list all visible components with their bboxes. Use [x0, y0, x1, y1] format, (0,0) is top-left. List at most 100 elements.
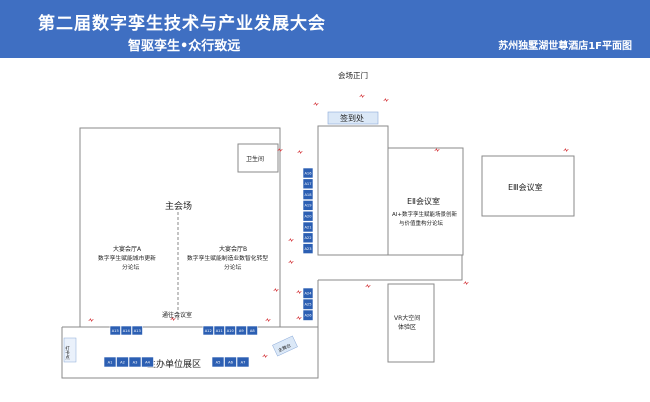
e2-forum: AI+数字孪生赋能场景创新 — [392, 210, 457, 218]
booth-a26: A26 — [302, 309, 314, 321]
svg-text:A13: A13 — [134, 329, 141, 333]
booth-a19: A19 — [302, 200, 314, 211]
svg-text:A8: A8 — [250, 329, 255, 333]
entry-arrow-icon — [383, 98, 389, 102]
svg-text:A6: A6 — [228, 360, 233, 364]
booth-a18: A18 — [302, 189, 314, 200]
svg-text:A24: A24 — [304, 292, 312, 296]
hall-b-forum: 数字孪生赋能制造业数智化转型 — [187, 254, 268, 262]
entry-arrow-icon — [273, 288, 279, 292]
svg-text:A11: A11 — [216, 329, 223, 333]
svg-text:A1: A1 — [108, 360, 113, 364]
booth-a7: A7 — [236, 356, 250, 368]
booth-a6: A6 — [224, 356, 237, 368]
header-banner: 第二届数字孪生技术与产业发展大会 智驱孪生•众行致远 苏州独墅湖世尊酒店1F平面… — [0, 0, 650, 58]
entry-arrow-icon — [262, 354, 268, 358]
entry-arrow-icon — [288, 238, 294, 242]
main-hall-label: 主会场 — [165, 200, 192, 212]
restroom-wall — [237, 143, 279, 173]
booth-a20: A20 — [302, 210, 314, 222]
booth-a24: A24 — [302, 287, 314, 299]
svg-text:A20: A20 — [304, 215, 312, 219]
booth-a9: A9 — [235, 325, 247, 336]
hall-b-name: 大宴会厅B — [219, 245, 247, 253]
photo-spot-box — [63, 337, 77, 363]
vr-room-wall — [387, 283, 435, 363]
host-exhibit-label: 主办单位展区 — [147, 358, 201, 370]
venue-floor-label: 苏州独墅湖世尊酒店1F平面图 — [498, 41, 632, 52]
svg-text:A21: A21 — [304, 225, 311, 229]
booth-a8: A8 — [246, 325, 258, 336]
svg-text:A26: A26 — [304, 314, 312, 318]
entry-arrow-icon — [170, 317, 176, 321]
vr-area-label: VR大空间 — [394, 314, 420, 322]
booth-a13: A13 — [131, 325, 143, 336]
e3-room-wall — [481, 155, 575, 217]
entry-arrow-icon — [265, 318, 271, 322]
svg-text:A7: A7 — [241, 360, 246, 364]
booth-a17: A17 — [302, 178, 314, 190]
e2-room-wall — [387, 147, 464, 256]
hall-a-name: 大宴会厅A — [113, 245, 142, 253]
svg-text:A3: A3 — [133, 360, 138, 364]
hall-a-forum: 数字孪生赋能城市更新 — [98, 254, 156, 262]
page-title: 第二届数字孪生技术与产业发展大会 — [38, 14, 326, 34]
entry-arrow-icon — [277, 148, 283, 152]
svg-text:A12: A12 — [205, 329, 212, 333]
booth-a5: A5 — [211, 356, 225, 368]
entry-arrow-icon — [463, 281, 469, 285]
entry-arrow-icon — [297, 150, 303, 154]
booth-a3: A3 — [128, 356, 142, 368]
restroom-label: 卫生间 — [246, 155, 264, 163]
svg-text:A5: A5 — [216, 360, 221, 364]
svg-text:A19: A19 — [304, 204, 312, 208]
e2-room-name: EⅡ会议室 — [407, 196, 440, 206]
booth-a14: A14 — [120, 325, 132, 336]
entry-arrow-icon — [359, 94, 365, 98]
hall-a-forum-suffix: 分论坛 — [122, 263, 140, 271]
booth-a21: A21 — [302, 221, 314, 233]
main-entrance-label: 会场正门 — [338, 70, 368, 80]
entry-arrow-icon — [288, 260, 294, 264]
hall-b-forum-suffix: 分论坛 — [224, 263, 242, 271]
entry-arrows-group — [88, 94, 569, 358]
photo-spot-label: 打卡点 — [65, 345, 70, 361]
svg-text:A23: A23 — [304, 247, 311, 251]
booth-a2: A2 — [116, 356, 129, 368]
sign-in-label: 签到处 — [340, 113, 364, 123]
entry-arrow-icon — [365, 284, 371, 288]
booth-a16: A16 — [302, 167, 314, 179]
booth-a4: A4 — [141, 356, 154, 368]
sign-in-desk — [327, 111, 379, 125]
entry-arrow-icon — [434, 148, 440, 152]
svg-text:A9: A9 — [239, 329, 244, 333]
booth-a22: A22 — [302, 232, 314, 244]
e2-forum-suffix: 与价值重构分论坛 — [399, 219, 444, 227]
svg-text:A17: A17 — [304, 182, 311, 186]
page-subtitle: 智驱孪生•众行致远 — [128, 39, 241, 54]
lower-corridor-wall — [318, 255, 463, 281]
floor-plan: 会场正门 签到处 卫生间 主会场 大宴会厅A 数字孪生赋能城市更新 分论坛 大宴… — [61, 70, 575, 379]
booth-a12: A12 — [202, 325, 214, 336]
booth-a1: A1 — [103, 356, 117, 368]
e3-room-name: EⅢ会议室 — [508, 182, 543, 192]
entry-arrow-icon — [296, 316, 302, 320]
booth-a23: A23 — [302, 243, 314, 254]
lobby-wall — [317, 125, 389, 256]
entry-arrow-icon — [313, 102, 319, 106]
svg-text:A16: A16 — [304, 171, 312, 175]
entry-arrow-icon — [296, 290, 302, 294]
svg-text:A22: A22 — [304, 236, 311, 240]
svg-text:A15: A15 — [112, 329, 119, 333]
vr-area-label-suffix: 体验区 — [398, 323, 416, 331]
svg-text:A25: A25 — [304, 303, 311, 307]
svg-text:A10: A10 — [227, 329, 235, 333]
svg-text:A18: A18 — [304, 193, 312, 197]
exhibit-corridor-wall — [61, 280, 319, 379]
booth-a11: A11 — [213, 325, 225, 336]
entry-arrow-icon — [563, 148, 569, 152]
svg-text:A14: A14 — [123, 329, 131, 333]
